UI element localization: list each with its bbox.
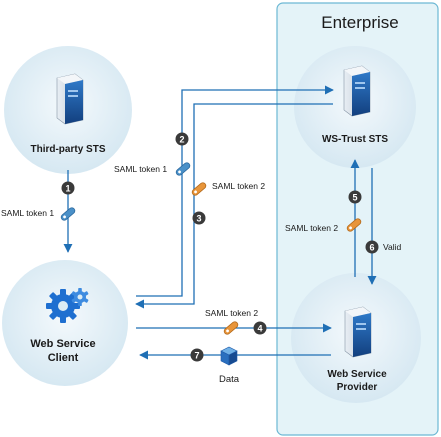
step-1-number: 1: [65, 184, 70, 194]
arrow-step-2: [136, 85, 334, 297]
blue-token-icon: [175, 162, 191, 176]
ws-trust-sts-server-icon: [343, 65, 371, 117]
step-4-label: SAML token 2: [205, 308, 258, 318]
step-3-label: SAML token 2: [212, 181, 265, 191]
orange-token-icon: [191, 182, 207, 196]
step-6-label: Valid: [383, 242, 402, 252]
data-cube-icon: [220, 346, 238, 366]
step-6-number: 6: [369, 243, 374, 253]
step-6-badge: [365, 240, 379, 254]
step-3-number: 3: [196, 214, 201, 224]
step-2-badge: [175, 132, 189, 146]
step-2-number: 2: [179, 135, 184, 145]
gear-icon: [46, 288, 89, 323]
step-5-number: 5: [352, 193, 357, 203]
step-4-number: 4: [257, 324, 262, 334]
orange-token-icon: [346, 218, 362, 232]
step-1-label: SAML token 1: [1, 208, 54, 218]
web-service-client-label-line1: Web Service: [30, 338, 95, 350]
third-party-sts-server-icon: [56, 73, 84, 125]
arrow-step-3: [135, 103, 333, 309]
step-4-badge: [253, 321, 267, 335]
step-7-label: Data: [219, 374, 240, 385]
step-2-label: SAML token 1: [114, 164, 167, 174]
step-5-badge: [348, 190, 362, 204]
step-3-badge: [192, 211, 206, 225]
third-party-sts-label: Third-party STS: [30, 144, 105, 155]
step-1-badge: [61, 181, 75, 195]
web-service-provider-label-line1: Web Service: [327, 369, 387, 380]
step-5-label: SAML token 2: [285, 223, 338, 233]
enterprise-zone-title: Enterprise: [321, 13, 398, 32]
ws-trust-sts-label: WS-Trust STS: [322, 134, 388, 145]
step-7-number: 7: [194, 351, 199, 361]
web-service-provider-label-line2: Provider: [337, 382, 378, 393]
web-service-client-label-line2: Client: [48, 352, 79, 364]
step-7-badge: [190, 348, 204, 362]
orange-token-icon: [223, 321, 239, 335]
web-service-provider-server-icon: [344, 306, 372, 358]
blue-token-icon: [60, 207, 76, 221]
